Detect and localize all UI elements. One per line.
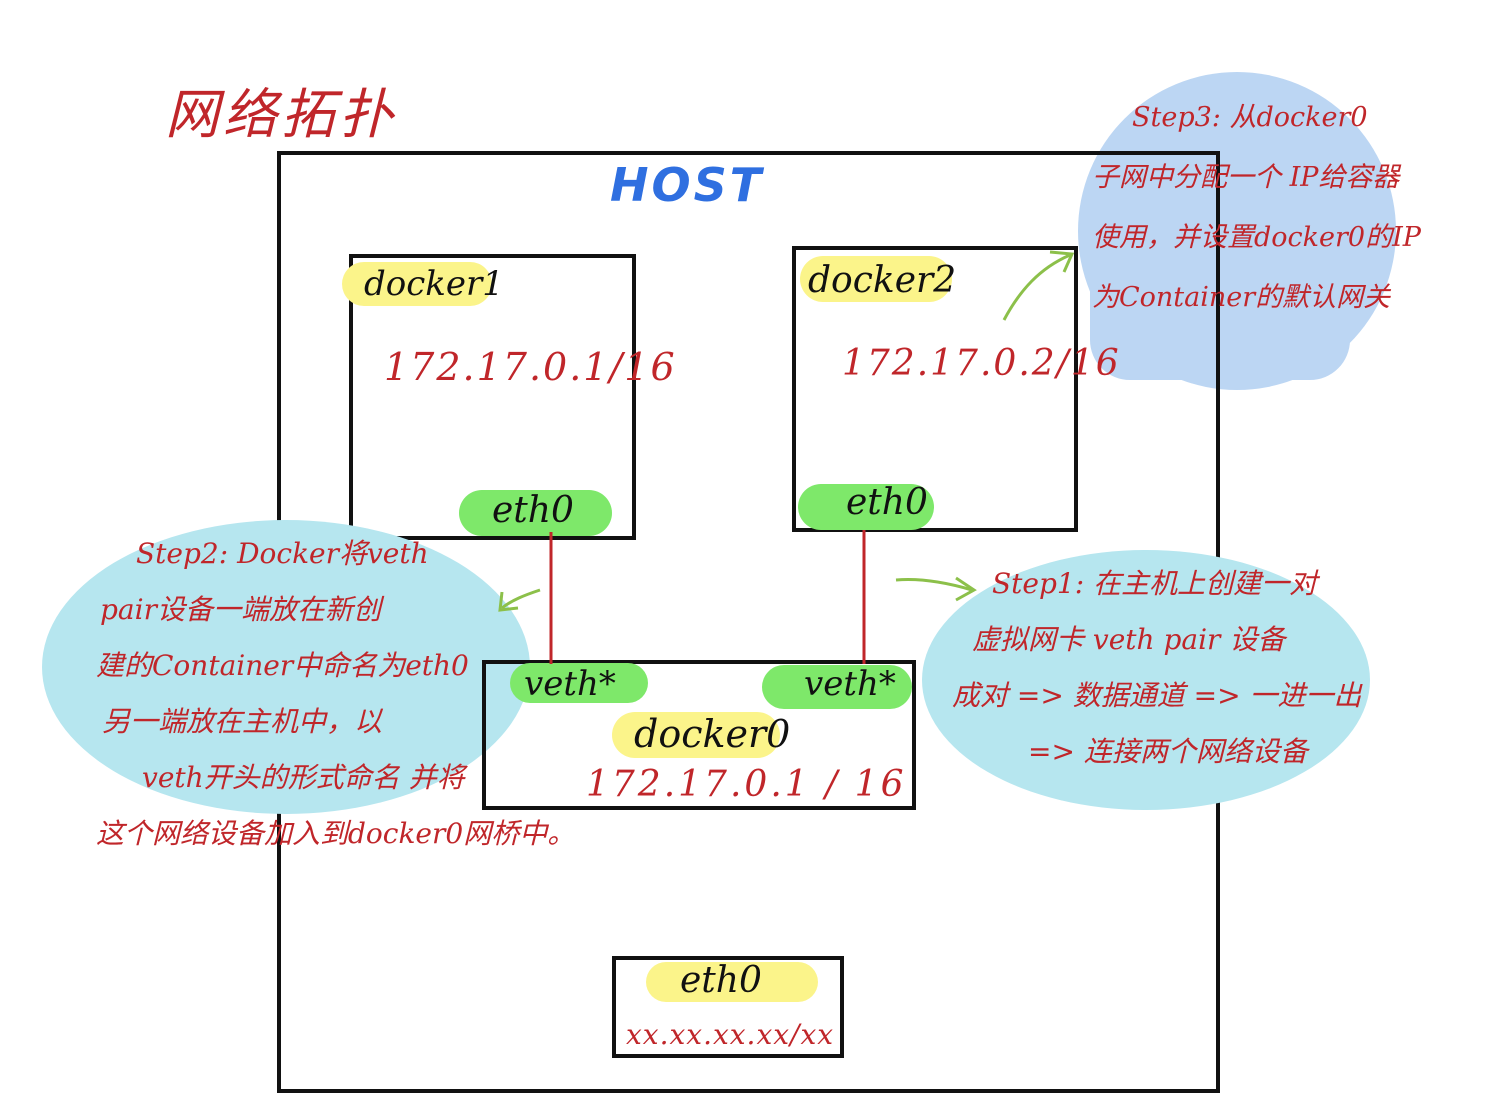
host-eth0-box: [612, 956, 844, 1058]
docker0-name: docker0: [634, 712, 791, 756]
step1-line-3: 成对 => 数据通道 => 一进一出: [952, 679, 1362, 712]
step1-note: Step1: 在主机上创建一对 虚拟网卡 veth pair 设备 成对 => …: [952, 556, 1361, 780]
step3-note-bubble-extension: [1090, 150, 1350, 380]
diagram-title: 网络拓扑: [165, 83, 397, 146]
docker1-ip: 172.17.0.1/16: [384, 345, 677, 389]
docker2-name-highlight: [800, 256, 952, 302]
step3-line-1: Step3: 从docker0: [1132, 102, 1368, 133]
docker0-ip: 172.17.0.1 / 16: [586, 764, 907, 805]
step2-arrow: [501, 588, 541, 610]
step1-line-4: => 连接两个网络设备: [1028, 735, 1308, 768]
step1-arrow: [895, 578, 973, 592]
step2-line-2: pair设备一端放在新创: [100, 593, 381, 626]
step1-line-1: Step1: 在主机上创建一对: [992, 567, 1318, 600]
docker1-name-highlight: [342, 262, 492, 306]
docker2-eth0-highlight: [798, 484, 934, 530]
docker2-name: docker2: [808, 260, 957, 301]
step3-line-3: 使用，并设置docker0的IP: [1092, 222, 1421, 253]
docker2-container-box: [792, 246, 1078, 532]
docker2-eth0: eth0: [846, 482, 928, 523]
host-label: HOST: [610, 158, 765, 212]
step2-line-1: Step2: Docker将veth: [136, 537, 429, 570]
host-eth0-highlight: [646, 962, 818, 1002]
docker1-eth0-highlight: [459, 490, 612, 536]
step1-note-bubble: [922, 550, 1370, 810]
step3-arrow: [1002, 253, 1071, 321]
step1-line-2: 虚拟网卡 veth pair 设备: [972, 623, 1286, 656]
step3-note: Step3: 从docker0 子网中分配一个 IP给容器 使用，并设置dock…: [1092, 88, 1421, 328]
step3-line-4: 为Container的默认网关: [1092, 282, 1391, 313]
host-eth0-ip: xx.xx.xx.xx/xx: [626, 1018, 835, 1051]
step2-line-4: 另一端放在主机中，以: [102, 705, 383, 738]
docker1-eth0: eth0: [492, 490, 574, 531]
docker1-container-box: [349, 254, 636, 540]
docker1-name: docker1: [364, 264, 504, 304]
veth-left-highlight: [510, 663, 648, 703]
docker0-name-highlight: [612, 712, 780, 758]
docker0-bridge-box: [482, 660, 916, 810]
step3-line-2: 子网中分配一个 IP给容器: [1092, 162, 1400, 193]
docker2-ip: 172.17.0.2/16: [842, 343, 1121, 384]
step2-line-3: 建的Container中命名为eth0: [96, 649, 469, 682]
veth-right-label: veth*: [804, 664, 896, 704]
step2-note-bubble: [42, 520, 530, 814]
host-eth0-name: eth0: [680, 960, 762, 1001]
step2-note: Step2: Docker将veth pair设备一端放在新创 建的Contai…: [96, 526, 575, 862]
veth-left-label: veth*: [524, 664, 616, 704]
step2-line-6: 这个网络设备加入到docker0网桥中。: [96, 817, 576, 850]
step2-line-5: veth开头的形式命名 并将: [142, 761, 465, 794]
veth-right-highlight: [762, 665, 912, 709]
